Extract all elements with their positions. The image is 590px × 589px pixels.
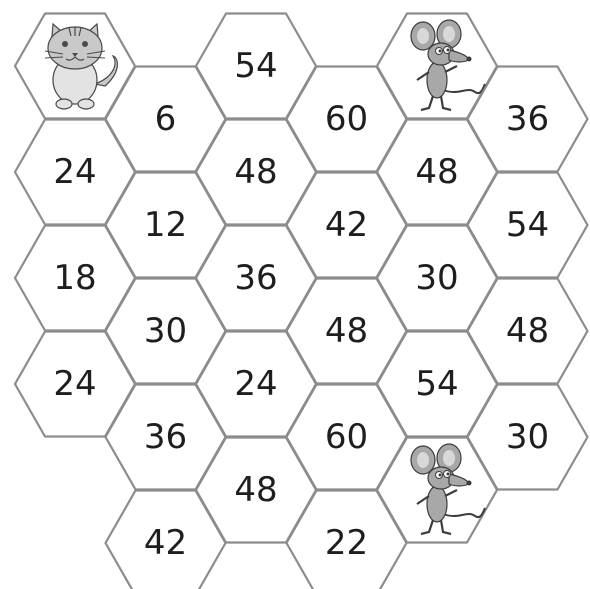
cell-number: 54: [506, 205, 549, 245]
cell-number: 36: [144, 417, 187, 457]
cell-number: 18: [53, 258, 96, 298]
cell-number: 36: [234, 258, 277, 298]
cell-number: 24: [234, 364, 277, 404]
cell-number: 42: [144, 523, 187, 563]
cell-number: 6: [155, 99, 177, 139]
cell-number: 22: [325, 523, 368, 563]
cell-number: 30: [415, 258, 458, 298]
cell-number: 48: [325, 311, 368, 351]
cell-number: 42: [325, 205, 368, 245]
cell-number: 48: [506, 311, 549, 351]
cell-number: 30: [144, 311, 187, 351]
cell-number: 30: [506, 417, 549, 457]
cell-number: 48: [415, 152, 458, 192]
cell-number: 60: [325, 99, 368, 139]
cell-number: 48: [234, 152, 277, 192]
cell-number: 36: [506, 99, 549, 139]
cell-number: 48: [234, 470, 277, 510]
cell-number: 54: [234, 46, 277, 86]
cell-number: 60: [325, 417, 368, 457]
cell-number: 12: [144, 205, 187, 245]
cell-number: 54: [415, 364, 458, 404]
cell-number: 24: [53, 152, 96, 192]
cell-number: 24: [53, 364, 96, 404]
